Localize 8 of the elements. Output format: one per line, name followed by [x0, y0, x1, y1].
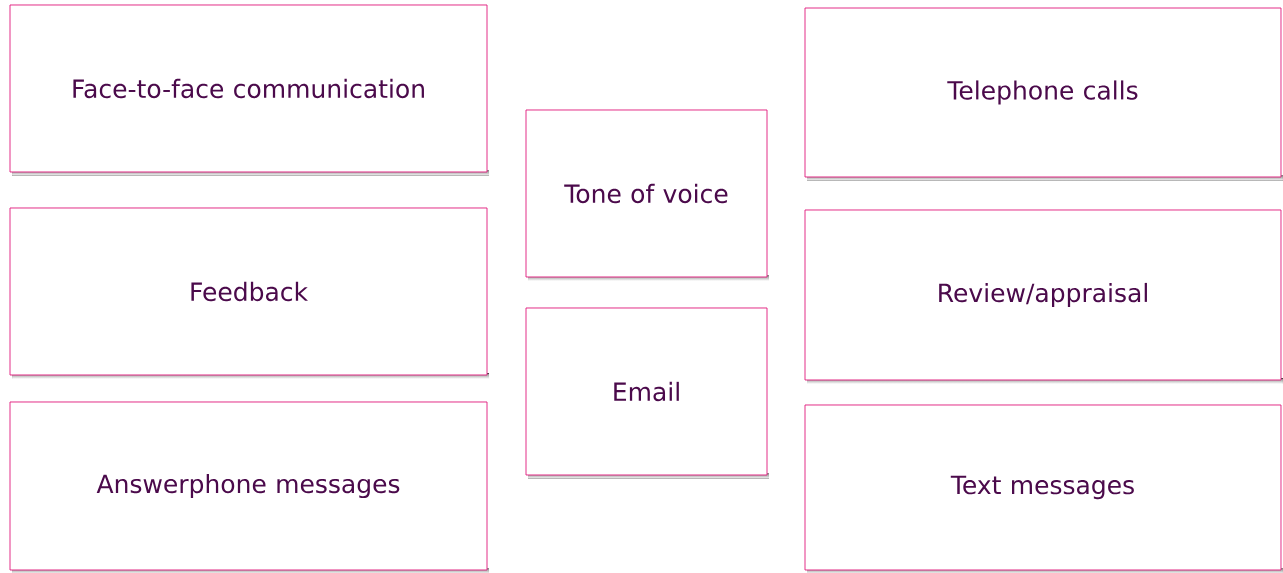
text-box: Telephone calls [804, 7, 1283, 181]
text-box: Feedback [9, 207, 489, 379]
text-box: Tone of voice [525, 109, 769, 281]
text-box: Face-to-face communication [9, 4, 489, 176]
text-box: Text messages [804, 404, 1283, 573]
text-box: Email [525, 307, 769, 479]
text-box: Answerphone messages [9, 401, 489, 573]
text-box: Review/appraisal [804, 209, 1283, 384]
